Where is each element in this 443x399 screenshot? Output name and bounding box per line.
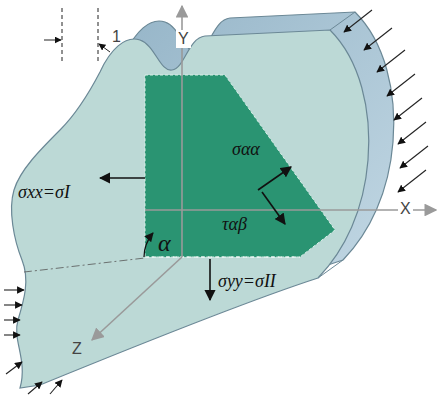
illustration-part bbox=[398, 170, 426, 192]
stress-label: ταβ bbox=[222, 215, 247, 235]
illustration-part bbox=[4, 319, 20, 320]
sigma-yy-arrow bbox=[209, 259, 211, 300]
section-base bbox=[145, 256, 300, 257]
illustration-part bbox=[400, 146, 428, 168]
center-line bbox=[24, 258, 145, 272]
stress-label: σαα bbox=[232, 140, 260, 160]
section-plane bbox=[145, 75, 335, 257]
illustration-part bbox=[387, 74, 415, 96]
illustration-part bbox=[364, 28, 392, 50]
illustration-part bbox=[344, 10, 372, 32]
illustration-part bbox=[6, 362, 22, 374]
pressure-arrows-right bbox=[344, 10, 428, 192]
axis-label: X bbox=[398, 200, 413, 218]
illustration-part bbox=[44, 40, 61, 41]
illustration-part bbox=[398, 122, 426, 144]
z-axis bbox=[92, 257, 182, 340]
axis-label: Y bbox=[176, 30, 191, 48]
axis-label: Z bbox=[72, 340, 82, 358]
stress-label: σyy=σII bbox=[218, 272, 276, 292]
axes bbox=[92, 6, 436, 340]
stress-label: σxx=σI bbox=[18, 183, 70, 203]
illustration-part bbox=[4, 304, 22, 305]
illustration-part bbox=[99, 44, 110, 52]
illustration-part bbox=[4, 334, 20, 335]
body-front-face bbox=[12, 30, 369, 388]
illustration-part bbox=[394, 98, 422, 120]
pressure-arrows-left bbox=[4, 290, 62, 394]
sigma-xx-arrow bbox=[100, 177, 145, 179]
tau-ab-arrow bbox=[262, 192, 285, 224]
illustration-part bbox=[330, 12, 355, 30]
illustration-part bbox=[62, 8, 63, 62]
angle-label: α bbox=[158, 230, 171, 256]
angle-arc bbox=[144, 233, 153, 257]
x-axis bbox=[145, 209, 436, 211]
illustration-part bbox=[28, 382, 42, 394]
illustration-part bbox=[4, 289, 24, 290]
dimension-label: 1 bbox=[112, 28, 121, 46]
stress-arrows bbox=[100, 167, 291, 300]
thickness-dimension bbox=[44, 8, 110, 62]
sigma-aa-arrow bbox=[258, 167, 291, 190]
illustration-part bbox=[98, 8, 99, 62]
illustration-part bbox=[50, 380, 62, 394]
illustration-part bbox=[377, 50, 405, 72]
